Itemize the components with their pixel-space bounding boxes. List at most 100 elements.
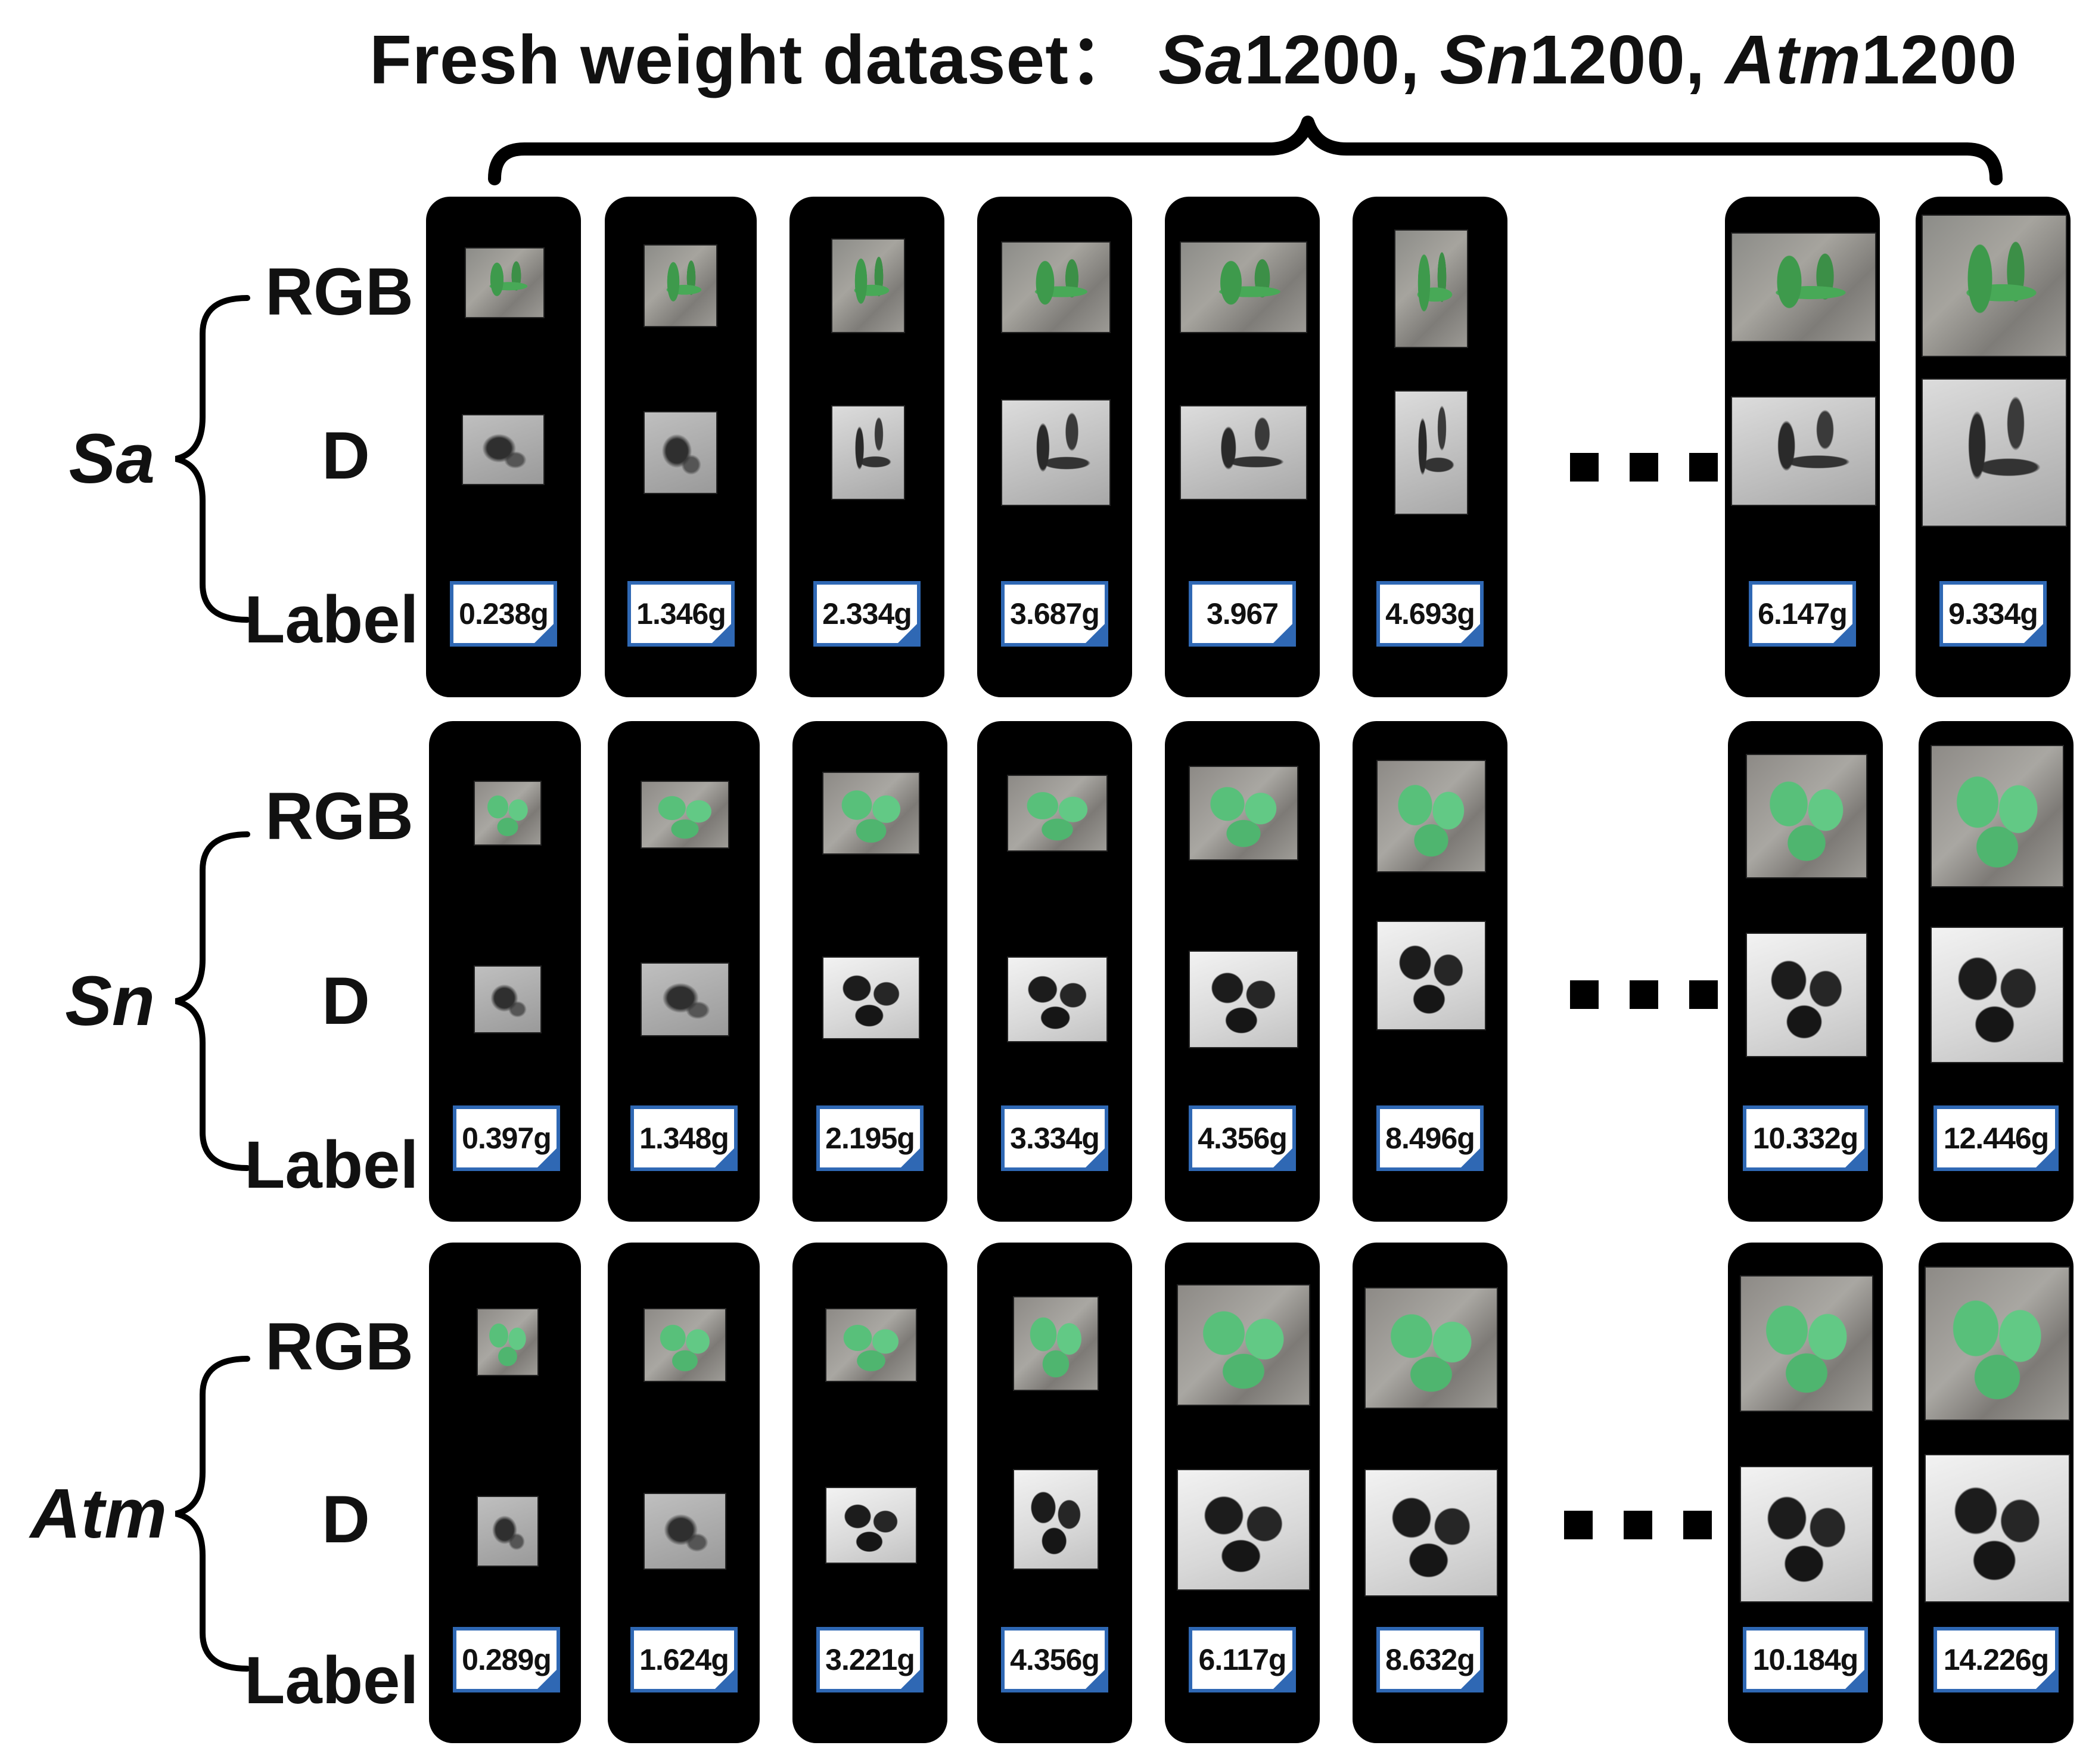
species-label-sa: Sa xyxy=(69,420,155,498)
weight-value: 10.332g xyxy=(1752,1122,1858,1155)
sample-card: 2.195g xyxy=(792,721,947,1222)
folded-corner-icon xyxy=(1832,623,1852,643)
weight-label: 2.195g xyxy=(816,1105,924,1171)
depth-thumbnail xyxy=(831,405,905,500)
sample-card: 12.446g xyxy=(1919,721,2074,1222)
sample-card: 3.967 xyxy=(1165,197,1320,697)
depth-thumbnail xyxy=(1746,933,1867,1057)
depth-thumbnail xyxy=(1925,1454,2070,1602)
depth-thumbnail xyxy=(822,956,920,1039)
depth-thumbnail xyxy=(644,1493,726,1570)
sample-card: 4.693g xyxy=(1353,197,1507,697)
sample-card: 4.356g xyxy=(977,1243,1132,1743)
depth-thumbnail xyxy=(825,1487,917,1564)
rgb-thumbnail xyxy=(1189,766,1298,861)
depth-thumbnail xyxy=(1922,378,2067,527)
ellipsis-dot xyxy=(1570,453,1599,482)
folded-corner-icon xyxy=(1272,1669,1292,1689)
sample-card: 1.346g xyxy=(605,197,757,697)
weight-label: 12.446g xyxy=(1933,1105,2059,1171)
folded-corner-icon xyxy=(533,623,554,643)
weight-value: 3.967 xyxy=(1206,597,1279,631)
title-sn-name: Sn xyxy=(1440,21,1530,98)
folded-corner-icon xyxy=(1460,1147,1480,1167)
depth-thumbnail xyxy=(1189,951,1298,1048)
depth-thumbnail xyxy=(1731,396,1876,506)
row-label-depth-atm: D xyxy=(322,1482,370,1557)
folded-corner-icon xyxy=(1272,623,1292,643)
sample-card: 14.226g xyxy=(1919,1243,2074,1743)
weight-value: 10.184g xyxy=(1752,1643,1858,1676)
rgb-thumbnail xyxy=(641,781,729,849)
weight-label: 1.348g xyxy=(630,1105,738,1171)
weight-label: 4.693g xyxy=(1376,581,1484,647)
depth-thumbnail xyxy=(1001,399,1111,506)
depth-thumbnail xyxy=(477,1496,539,1567)
depth-thumbnail xyxy=(1007,956,1108,1042)
rgb-thumbnail xyxy=(1922,215,2067,357)
ellipsis-dot xyxy=(1624,1511,1652,1539)
weight-label: 6.147g xyxy=(1749,581,1856,647)
weight-value: 12.446g xyxy=(1943,1122,2049,1155)
folded-corner-icon xyxy=(1084,1669,1105,1689)
rgb-thumbnail xyxy=(1001,241,1111,333)
rgb-thumbnail xyxy=(1364,1287,1498,1409)
ellipsis-dot xyxy=(1689,453,1718,482)
depth-thumbnail xyxy=(1376,921,1486,1030)
folded-corner-icon xyxy=(2035,1147,2055,1167)
sample-card: 8.496g xyxy=(1353,721,1507,1222)
sample-card: 8.632g xyxy=(1353,1243,1507,1743)
folded-corner-icon xyxy=(900,1147,920,1167)
depth-thumbnail xyxy=(1177,1469,1310,1591)
depth-thumbnail xyxy=(1740,1466,1873,1602)
sample-card: 6.117g xyxy=(1165,1243,1320,1743)
sample-card: 0.397g xyxy=(429,721,581,1222)
rgb-thumbnail xyxy=(1740,1275,1873,1412)
figure-title: Fresh weight dataset： Sa1200, Sn1200, At… xyxy=(369,12,2017,107)
weight-label: 8.632g xyxy=(1376,1627,1484,1692)
sample-card: 0.238g xyxy=(426,197,581,697)
species-label-sn: Sn xyxy=(65,962,155,1041)
rgb-thumbnail xyxy=(1180,241,1307,333)
depth-thumbnail xyxy=(1180,405,1307,500)
sample-card: 10.184g xyxy=(1728,1243,1883,1743)
folded-corner-icon xyxy=(536,1147,557,1167)
weight-label: 3.967 xyxy=(1189,581,1296,647)
depth-thumbnail xyxy=(644,411,717,494)
row-label-rgb-atm: RGB xyxy=(265,1309,414,1384)
folded-corner-icon xyxy=(900,1669,920,1689)
rgb-thumbnail xyxy=(477,1308,539,1376)
depth-thumbnail xyxy=(641,962,729,1036)
sn-brace-icon xyxy=(175,831,250,1171)
sample-card: 4.356g xyxy=(1165,721,1320,1222)
folded-corner-icon xyxy=(536,1669,557,1689)
folded-corner-icon xyxy=(1460,1669,1480,1689)
rgb-thumbnail xyxy=(1925,1266,2070,1421)
rgb-thumbnail xyxy=(1376,760,1486,872)
row-label-rgb-sa: RGB xyxy=(265,254,414,329)
rgb-thumbnail xyxy=(474,781,542,846)
title-atm-name: Atm xyxy=(1725,21,1861,98)
rgb-thumbnail xyxy=(1007,775,1108,852)
sample-card: 10.332g xyxy=(1728,721,1883,1222)
weight-label: 10.332g xyxy=(1743,1105,1868,1171)
folded-corner-icon xyxy=(714,1669,734,1689)
weight-label: 2.334g xyxy=(813,581,921,647)
sample-card: 2.334g xyxy=(789,197,944,697)
weight-label: 3.687g xyxy=(1001,581,1108,647)
weight-label: 10.184g xyxy=(1743,1627,1868,1692)
title-atm-suffix: 1200 xyxy=(1861,21,2017,98)
weight-value: 14.226g xyxy=(1943,1643,2049,1676)
sample-card: 3.687g xyxy=(977,197,1132,697)
weight-label: 0.238g xyxy=(450,581,557,647)
depth-thumbnail xyxy=(1931,927,2064,1063)
top-curly-brace-icon xyxy=(488,116,2003,185)
folded-corner-icon xyxy=(2023,623,2043,643)
atm-brace-icon xyxy=(175,1356,250,1672)
title-sa-suffix: 1200, xyxy=(1244,21,1420,98)
weight-label: 4.356g xyxy=(1001,1627,1108,1692)
weight-label: 9.334g xyxy=(1939,581,2047,647)
weight-label: 8.496g xyxy=(1376,1105,1484,1171)
rgb-thumbnail xyxy=(1177,1284,1310,1406)
